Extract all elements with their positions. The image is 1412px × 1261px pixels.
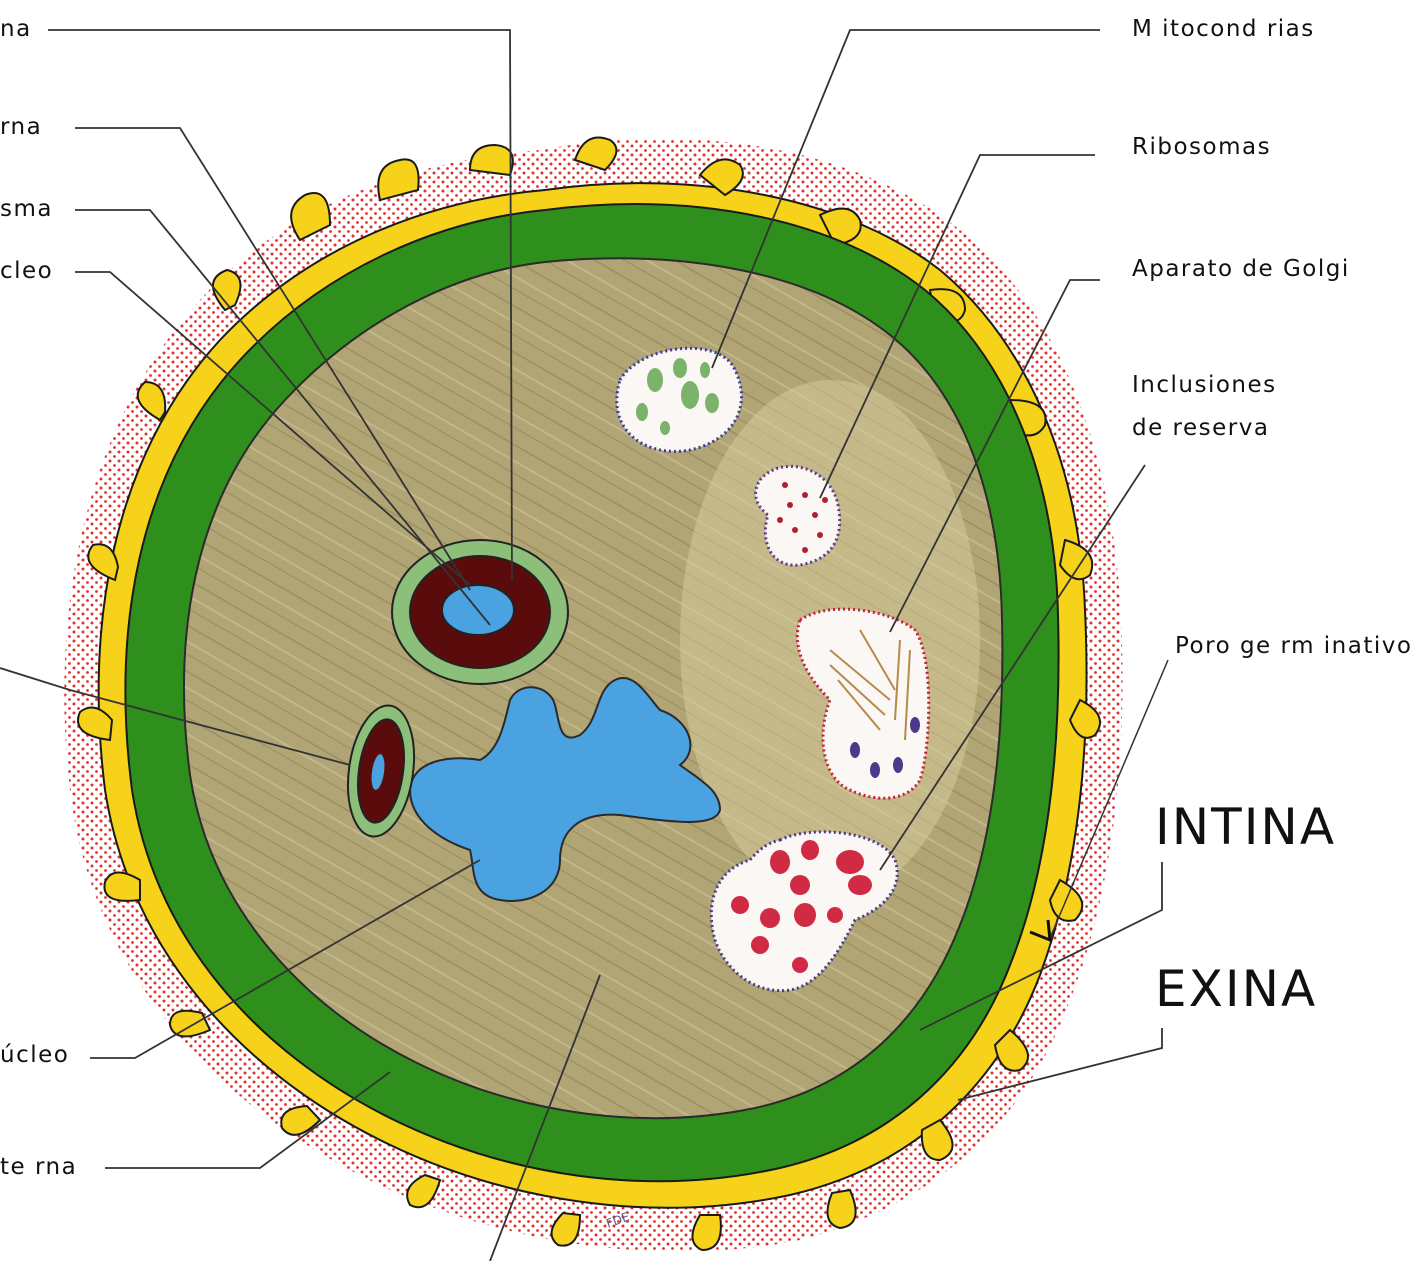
label-exina: EXINA	[1155, 964, 1317, 1014]
label-left-2: rna	[0, 114, 42, 140]
label-inclusiones-2: de reserva	[1132, 415, 1269, 441]
label-left-3: sma	[0, 196, 53, 222]
label-left-4: cleo	[0, 258, 53, 284]
label-left-nucleo: úcleo	[0, 1042, 69, 1068]
label-ribosomas: Ribosomas	[1132, 134, 1271, 160]
label-left-interna: te rna	[0, 1154, 77, 1180]
label-inclusiones-1: Inclusiones	[1132, 372, 1277, 398]
label-poro-germinativo: Poro ge rm inativo	[1175, 633, 1412, 659]
label-mitocondrias: M itocond rias	[1132, 16, 1315, 42]
label-left-top: na	[0, 16, 32, 42]
label-intina: INTINA	[1155, 802, 1336, 852]
label-golgi: Aparato de Golgi	[1132, 256, 1350, 282]
